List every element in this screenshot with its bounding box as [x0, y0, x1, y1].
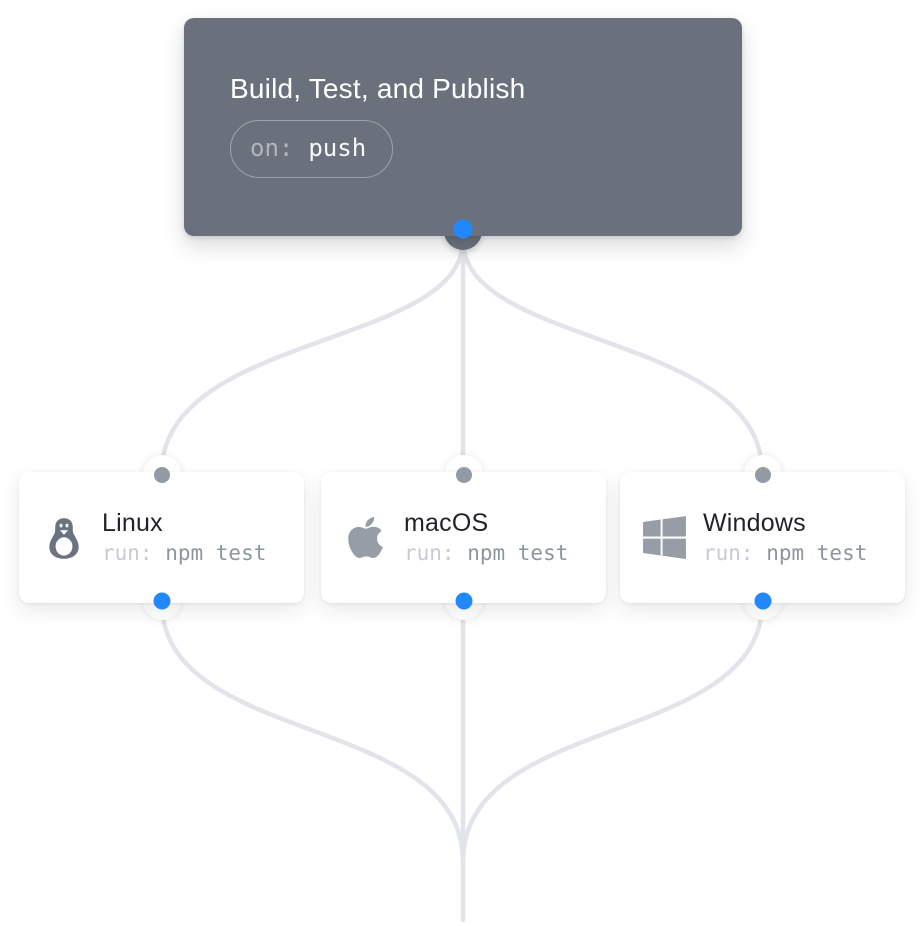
- job-card-body: Linux run: npm test: [19, 472, 304, 603]
- job-title: macOS: [404, 509, 489, 537]
- job-title: Windows: [703, 509, 806, 537]
- run-label: run:: [404, 541, 468, 565]
- workflow-card-body: Build, Test, and Publish on: push: [184, 18, 742, 236]
- job-run-line: run: npm test: [703, 540, 867, 567]
- job-card-body: macOS run: npm test: [321, 472, 606, 603]
- trigger-pill: on: push: [230, 120, 394, 178]
- connector-linux-to-next: [159, 598, 466, 865]
- job-output-port[interactable]: [455, 592, 472, 610]
- workflow-output-port[interactable]: [453, 219, 473, 239]
- connector-windows-to-next: [460, 598, 765, 865]
- run-command: npm test: [766, 541, 868, 565]
- job-output-port[interactable]: [153, 592, 170, 610]
- connector-workflow-to-windows: [460, 237, 765, 477]
- run-command: npm test: [467, 541, 569, 565]
- job-card-body: Windows run: npm test: [620, 472, 905, 603]
- job-input-port[interactable]: [153, 467, 170, 483]
- job-title: Linux: [102, 509, 163, 537]
- connector-workflow-to-linux: [159, 237, 466, 477]
- job-output-port[interactable]: [754, 592, 771, 610]
- trigger-value: push: [308, 134, 367, 162]
- job-card-linux[interactable]: Linux run: npm test: [19, 455, 304, 620]
- linux-icon: [40, 514, 87, 562]
- run-label: run:: [703, 541, 767, 565]
- job-input-port[interactable]: [455, 467, 472, 483]
- apple-icon: [342, 514, 389, 561]
- job-run-line: run: npm test: [404, 540, 568, 567]
- job-card-windows[interactable]: Windows run: npm test: [620, 455, 905, 620]
- workflow-card[interactable]: Build, Test, and Publish on: push: [184, 18, 742, 250]
- job-run-line: run: npm test: [102, 540, 266, 567]
- job-card-macos[interactable]: macOS run: npm test: [321, 455, 606, 620]
- windows-icon: [641, 513, 688, 562]
- trigger-label: on:: [250, 134, 294, 162]
- run-command: npm test: [165, 541, 267, 565]
- job-input-port[interactable]: [754, 467, 771, 483]
- workflow-title: Build, Test, and Publish: [230, 73, 526, 104]
- run-label: run:: [102, 541, 166, 565]
